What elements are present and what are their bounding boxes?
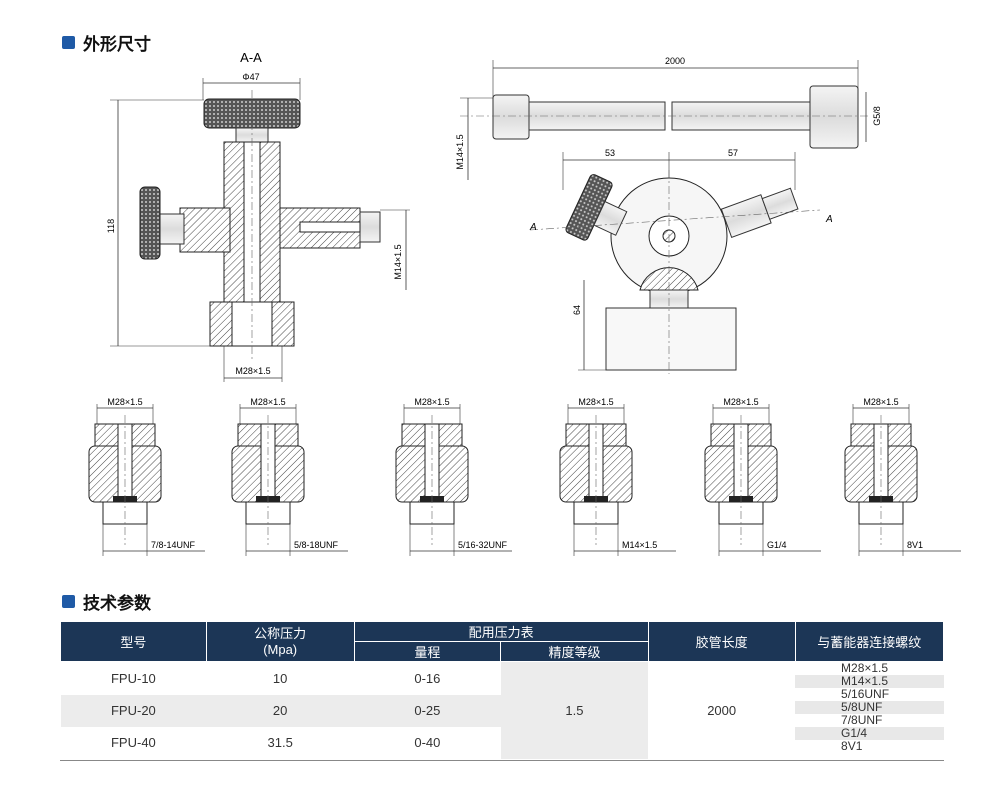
- cell-pressure: 31.5: [206, 726, 355, 759]
- cell-range: 0-16: [354, 661, 501, 695]
- fitting-top-thread: M28×1.5: [863, 397, 898, 407]
- cell-threads: M28×1.5 M14×1.5 5/16UNF 5/8UNF 7/8UNF G1…: [795, 661, 944, 759]
- cell-pressure: 20: [206, 694, 355, 727]
- technical-drawing: A-A Φ47 118 M14×1.5 M28×1.5 2000 G5/8 M1…: [88, 50, 961, 556]
- cell-range: 0-40: [354, 726, 501, 759]
- th-pressure-unit: (Mpa): [263, 641, 298, 657]
- cell-model: FPU-10: [60, 661, 207, 695]
- fitting-bottom-thread: 5/8-18UNF: [294, 540, 339, 550]
- fitting-drawing: M28×1.5 8V1: [844, 397, 961, 556]
- section-label: A-A: [240, 50, 262, 65]
- fitting-top-thread: M28×1.5: [414, 397, 449, 407]
- cell-model: FPU-40: [60, 726, 207, 759]
- spec-table: 型号 公称压力 (Mpa) 配用压力表 胶管长度 与蓄能器连接螺纹 量程 精度等…: [60, 621, 945, 759]
- table-row: FPU-20 20 0-25: [60, 694, 944, 727]
- fitting-top-thread: M28×1.5: [578, 397, 613, 407]
- cell-accuracy: 1.5: [500, 661, 649, 759]
- fitting-bottom-thread: 5/16-32UNF: [458, 540, 508, 550]
- fitting-drawing: M28×1.5G1/4: [704, 397, 821, 556]
- thread-item: 7/8UNF: [841, 713, 883, 727]
- cell-pressure: 10: [206, 661, 355, 695]
- th-hose: 胶管长度: [647, 621, 796, 662]
- dimensions-section-title: 外形尺寸: [62, 30, 151, 55]
- fitting-drawing: M28×1.5 5/16-32UNF: [395, 397, 512, 556]
- section-mark-a-left: A: [529, 222, 537, 233]
- dim-m14-left: M14×1.5: [455, 134, 465, 169]
- thread-item: M14×1.5: [795, 675, 944, 688]
- fitting-bottom-thread: M14×1.5: [622, 540, 657, 550]
- th-range: 量程: [353, 641, 502, 662]
- th-gauge: 配用压力表: [353, 621, 649, 642]
- thread-item: 5/8UNF: [795, 701, 944, 714]
- fitting-drawing: M28×1.5 5/8-18UNF: [231, 397, 348, 556]
- th-thread: 与蓄能器连接螺纹: [794, 621, 945, 662]
- section-mark-a-right: A: [825, 214, 833, 225]
- cell-range: 0-25: [354, 694, 501, 727]
- section-marker-icon: [62, 595, 75, 608]
- table-row: FPU-40 31.5 0-40: [60, 726, 944, 759]
- fitting-bottom-thread: 7/8-14UNF: [151, 540, 196, 550]
- cell-hose: 2000: [648, 661, 796, 759]
- thread-item: G1/4: [795, 727, 944, 740]
- specs-title-text: 技术参数: [83, 594, 151, 613]
- dim-2000: 2000: [665, 56, 685, 66]
- dim-64: 64: [572, 305, 582, 315]
- fitting-drawing: M28×1.5 7/8-14UNF: [88, 397, 205, 556]
- th-model: 型号: [60, 621, 207, 662]
- dim-118: 118: [106, 219, 116, 233]
- fitting-top-thread: M28×1.5: [250, 397, 285, 407]
- thread-item: 5/16UNF: [841, 687, 890, 701]
- dim-53: 53: [605, 148, 615, 158]
- section-marker-icon: [62, 36, 75, 49]
- thread-item: M28×1.5: [841, 661, 889, 675]
- dimensions-title-text: 外形尺寸: [83, 35, 151, 54]
- dim-m14-side: M14×1.5: [393, 244, 403, 279]
- cell-model: FPU-20: [60, 694, 207, 727]
- fitting-bottom-thread: 8V1: [907, 540, 923, 550]
- fitting-top-thread: M28×1.5: [723, 397, 758, 407]
- th-pressure-label: 公称压力: [254, 625, 307, 641]
- fitting-top-thread: M28×1.5: [107, 397, 142, 407]
- dim-phi47: Φ47: [242, 72, 259, 82]
- dim-m28: M28×1.5: [235, 366, 270, 376]
- fittings-row: M28×1.5 7/8-14UNF M28×1.5 5/8-18UNF M28×1.5 5…: [88, 397, 961, 556]
- specs-section-title: 技术参数: [62, 589, 151, 614]
- dim-57: 57: [728, 148, 738, 158]
- fitting-bottom-thread: G1/4: [767, 540, 787, 550]
- th-accuracy: 精度等级: [500, 641, 649, 662]
- thread-list: M28×1.5 M14×1.5 5/16UNF 5/8UNF 7/8UNF G1…: [795, 661, 944, 753]
- th-pressure: 公称压力 (Mpa): [205, 621, 355, 662]
- dim-g58: G5/8: [872, 106, 882, 126]
- table-bottom-rule: [60, 760, 944, 761]
- table-row: FPU-10 10 0-16 1.5 2000 M28×1.5 M14×1.5 …: [60, 661, 944, 759]
- thread-item: 8V1: [841, 739, 863, 753]
